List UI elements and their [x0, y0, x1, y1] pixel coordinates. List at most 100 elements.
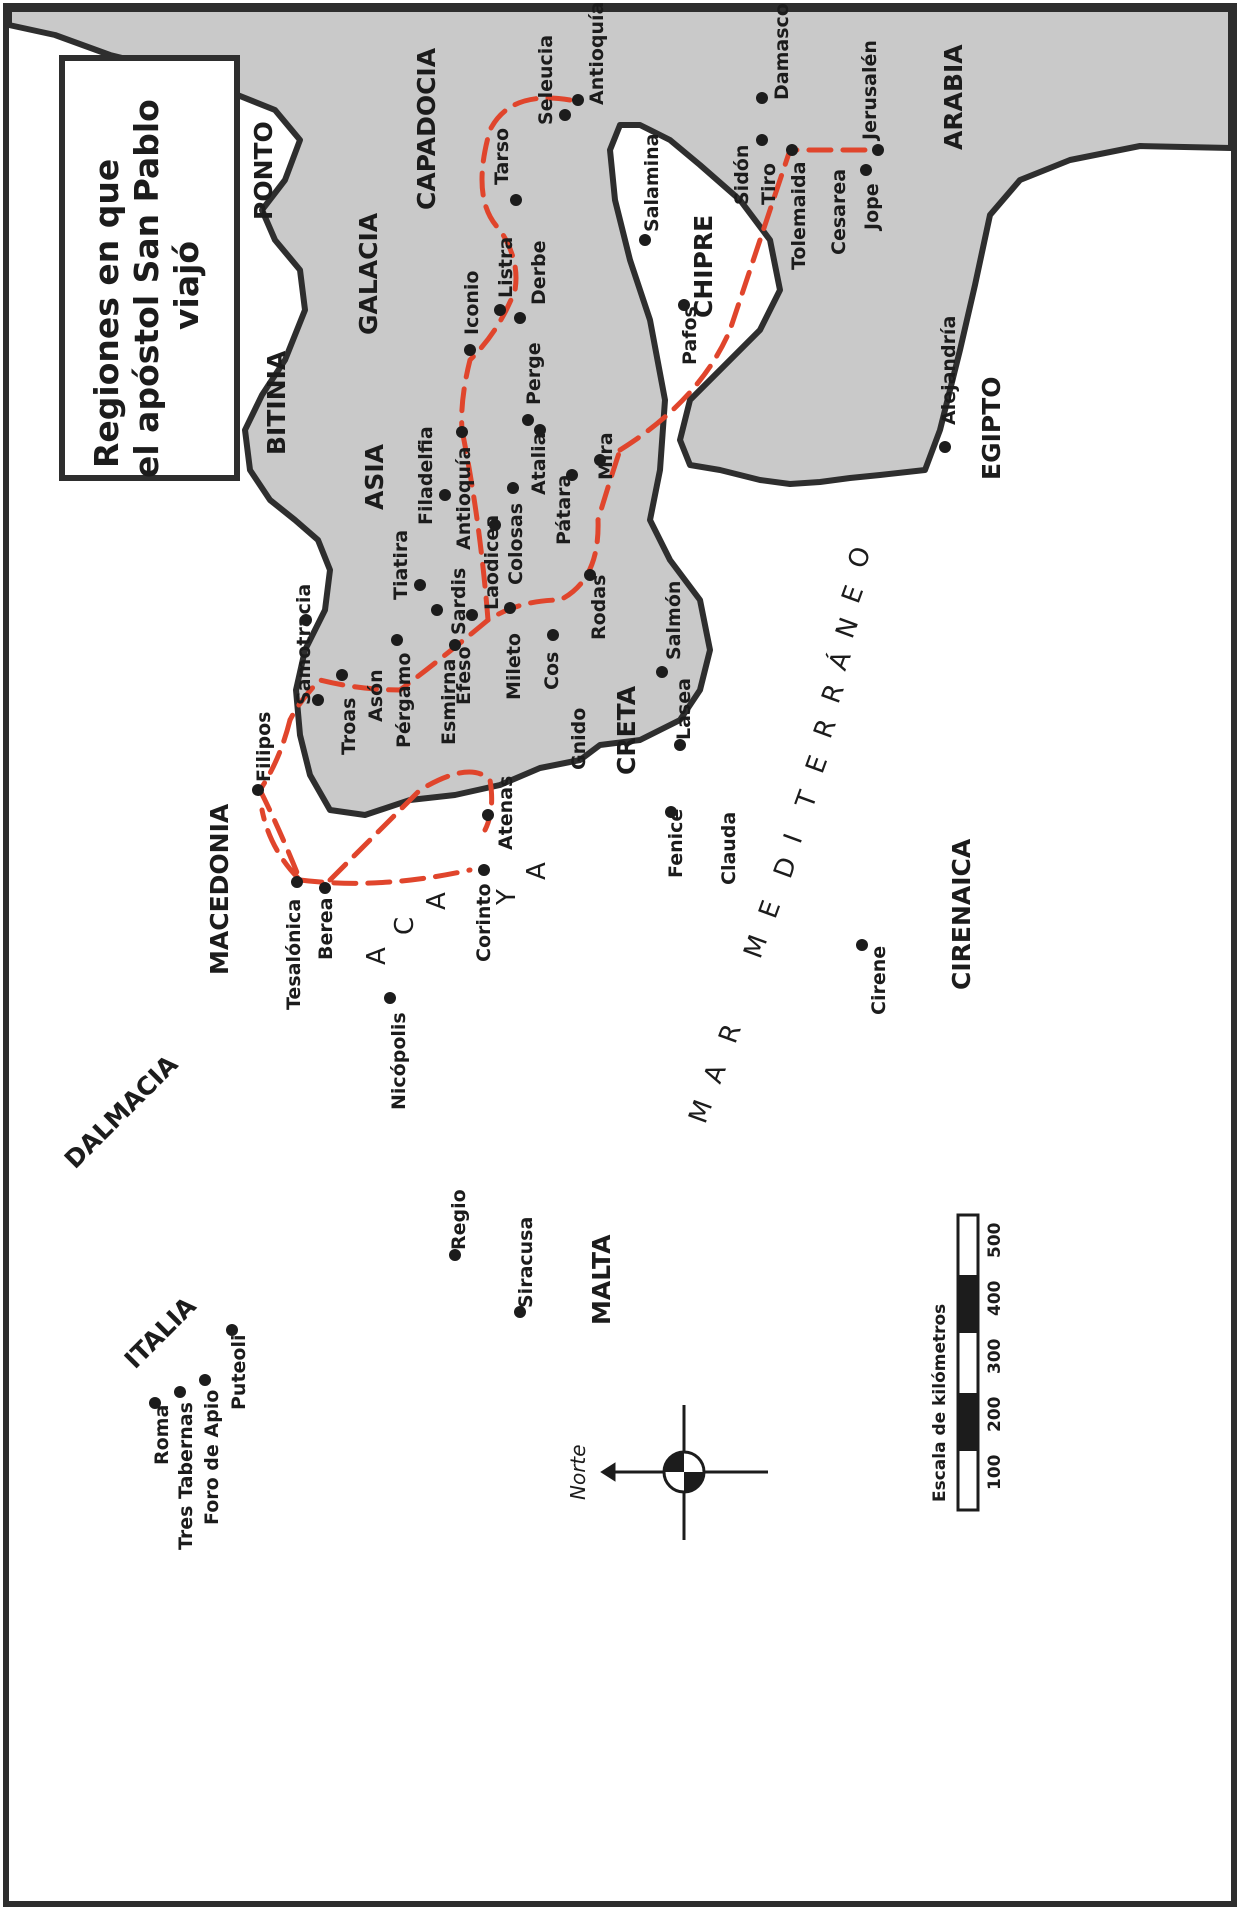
city-filadelfia: Filadelfia: [415, 426, 437, 525]
city-clauda: Clauda: [718, 812, 740, 885]
scale-segment: [958, 1275, 978, 1333]
region-labels: PONTO CAPADOCIA GALACIA BITINIA ASIA ARA…: [59, 44, 1006, 1375]
city-gnido: Gnido: [568, 708, 590, 770]
city-dot: [534, 424, 546, 436]
city-antioquia-pisidia: Antioquía: [453, 447, 475, 550]
compass-north-arrow: [600, 1462, 616, 1482]
city-dot: [756, 92, 768, 104]
geography: [6, 6, 1234, 818]
city-dot: [665, 806, 677, 818]
city-regio: Regio: [448, 1189, 470, 1250]
city-tiatira: Tiatira: [390, 530, 412, 600]
city-fenice: Fenice: [665, 809, 687, 878]
city-dot: [494, 304, 506, 316]
city-dot: [478, 864, 490, 876]
city-jerusalen: Jerusalén: [859, 40, 881, 142]
city-antioquia-siria: Antioquía: [586, 2, 608, 105]
city-cos: Cos: [541, 652, 563, 690]
city-dot: [466, 609, 478, 621]
title-line-2: el apóstol San Pablo: [127, 99, 166, 478]
city-siracusa: Siracusa: [515, 1217, 537, 1308]
compass-quadrant: [684, 1472, 704, 1492]
city-seleucia: Seleucia: [535, 35, 557, 125]
scale-tick: 100: [985, 1454, 1005, 1490]
city-dot: [674, 739, 686, 751]
city-markers: [149, 92, 951, 1409]
acaya-letter: A: [362, 945, 392, 965]
route-troas-filipos: [257, 717, 293, 793]
city-cirene: Cirene: [868, 946, 890, 1015]
city-dot: [514, 1306, 526, 1318]
city-pergamo: Pérgamo: [393, 653, 415, 748]
acaya-letter: Y: [492, 887, 522, 906]
scale-label: Escala de kilómetros: [930, 1304, 950, 1502]
city-dot: [226, 1324, 238, 1336]
acaya-letter: C: [390, 915, 420, 935]
city-pafos: Pafos: [679, 306, 701, 365]
city-dot: [489, 519, 501, 531]
city-atalia: Atalia: [528, 433, 550, 495]
region-arabia: ARABIA: [939, 44, 968, 150]
region-chipre: CHIPRE: [689, 215, 718, 318]
scale-tick: 300: [985, 1338, 1005, 1374]
region-bitinia: BITINIA: [262, 350, 291, 455]
route-efeso-troas: [287, 617, 491, 723]
route-tesalonica-corinto: [297, 867, 473, 886]
city-dot: [522, 414, 534, 426]
city-samotracia: Samotracia: [293, 584, 315, 705]
city-dot: [566, 469, 578, 481]
city-mileto: Mileto: [503, 633, 525, 700]
city-dot: [559, 109, 571, 121]
city-dot: [464, 344, 476, 356]
city-dot: [449, 639, 461, 651]
city-perge: Perge: [523, 342, 545, 405]
city-salamina: Salamina: [641, 134, 663, 233]
city-jope: Jope: [861, 183, 883, 232]
city-dot: [504, 602, 516, 614]
region-malta: MALTA: [587, 1234, 616, 1325]
city-dot: [291, 876, 303, 888]
city-dot: [514, 312, 526, 324]
city-dot: [872, 144, 884, 156]
city-dot: [319, 882, 331, 894]
city-filipos: Filipos: [253, 712, 275, 782]
title-line-3: viajó: [167, 241, 206, 330]
region-egipto: EGIPTO: [977, 376, 1006, 480]
city-dot: [449, 1249, 461, 1261]
title-box: Regiones en que el apóstol San Pablo via…: [59, 55, 240, 481]
route-filipos-tesalonica: [257, 787, 303, 882]
city-derbe: Derbe: [528, 240, 550, 305]
scale-bar: Escala de kilómetros 100 200 300 400 500: [930, 1213, 1005, 1512]
scale-frame: [956, 1213, 980, 1512]
city-mira: Mira: [595, 432, 617, 480]
asia-minor-land: [6, 6, 1234, 818]
city-dot: [252, 784, 264, 796]
title-frame: [59, 55, 240, 481]
city-rodas: Rodas: [588, 575, 610, 640]
compass: Norte: [566, 1405, 768, 1540]
paul-travel-routes: [257, 95, 873, 886]
scale-segment: [958, 1393, 978, 1451]
scale-tick: 400: [985, 1280, 1005, 1316]
city-dot: [507, 482, 519, 494]
city-lasea: Lasea: [673, 678, 695, 740]
city-dot: [639, 234, 651, 246]
city-dot: [584, 569, 596, 581]
route-antioquia-tarso: [459, 95, 573, 433]
city-labels: Seleucia Antioquía Damasco Jerusalén Sal…: [151, 2, 960, 1550]
region-ponto: PONTO: [249, 121, 278, 220]
city-cesarea: Cesarea: [828, 169, 850, 255]
city-dot: [414, 579, 426, 591]
city-dot: [439, 489, 451, 501]
city-colosas: Colosas: [505, 503, 527, 585]
city-ason: Asón: [365, 669, 387, 722]
city-dot: [547, 629, 559, 641]
city-dot: [482, 809, 494, 821]
region-cirenaica: CIRENAICA: [947, 838, 976, 990]
city-berea: Berea: [315, 898, 337, 960]
city-sardis: Sardis: [448, 568, 470, 635]
city-atenas: Atenas: [495, 776, 517, 850]
city-dot: [756, 134, 768, 146]
city-dot: [678, 299, 690, 311]
